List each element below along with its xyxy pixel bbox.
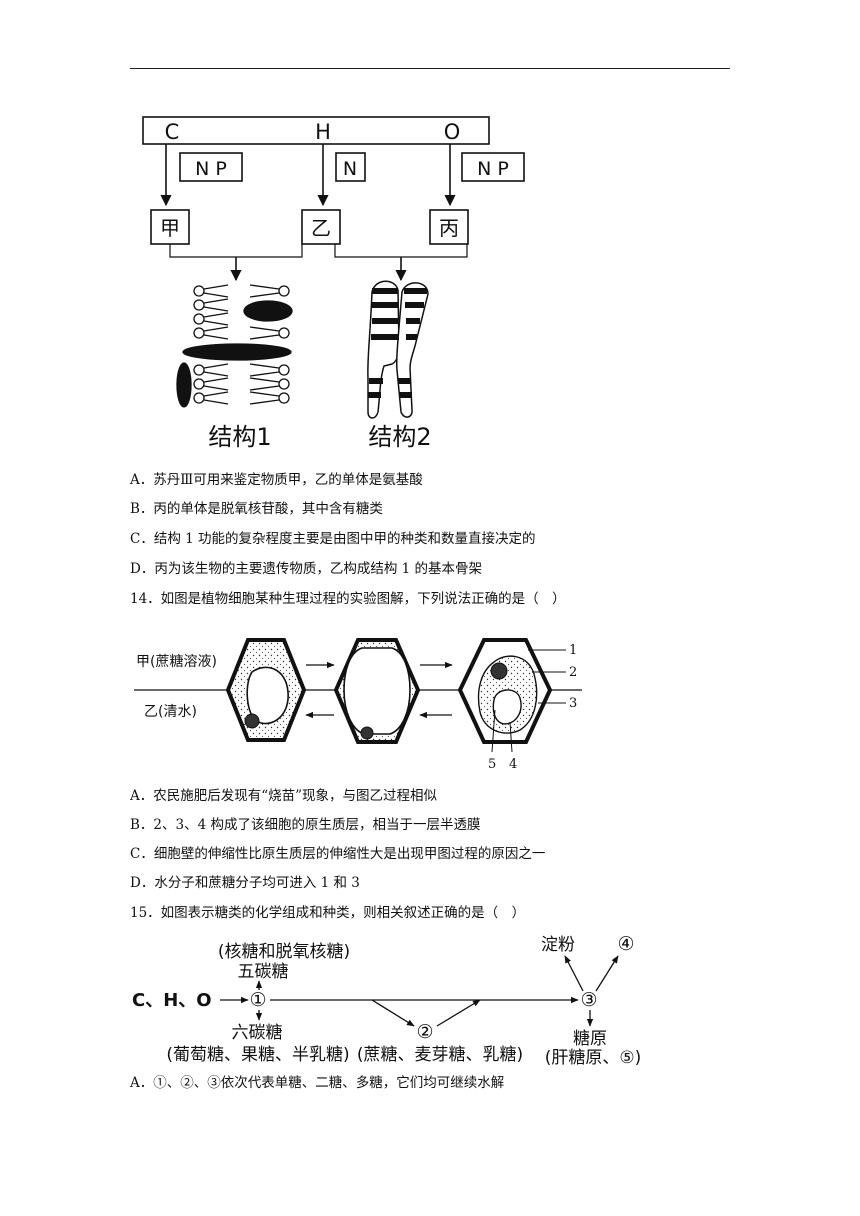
sugar-arrows: [220, 955, 619, 1027]
circle-2: ②: [416, 1021, 433, 1043]
chromosome-bands: [368, 288, 427, 398]
cell-2: [333, 638, 421, 744]
struct2-label: 结构2: [368, 423, 431, 451]
disaccharide-examples: (蔗糖、麦芽糖、乳糖): [357, 1045, 523, 1065]
header-rule: [130, 68, 730, 69]
circle-1: ①: [249, 989, 266, 1011]
element-c: C: [165, 120, 180, 144]
add-np-left: N P: [195, 158, 227, 180]
q13-option-b: B．丙的单体是脱氧核苷酸，其中含有糖类: [130, 501, 383, 517]
add-n: N: [343, 158, 357, 180]
start-elements: C、H、O: [132, 990, 212, 1011]
cell-1: [225, 638, 307, 742]
figure-sugars: (核糖和脱氧核糖) 五碳糖 C、H、O ① 六碳糖 (葡萄糖、果糖、半乳糖) ②…: [132, 933, 641, 1068]
starch-label: 淀粉: [541, 935, 575, 955]
cell-3: [457, 638, 553, 744]
process-arrows: [305, 661, 453, 719]
circle-3: ③: [580, 989, 597, 1011]
callout-lines: [491, 649, 566, 753]
add-np-right: N P: [477, 158, 509, 180]
struct1-label: 结构1: [208, 423, 271, 451]
q13-option-d: D．丙为该生物的主要遗传物质，乙构成结构 1 的基本骨架: [130, 561, 482, 577]
protein-upper: [243, 300, 293, 322]
hexose-label: 六碳糖: [232, 1023, 283, 1043]
label-1: 1: [569, 643, 577, 658]
q14-option-c: C．细胞壁的伸缩性比原生质层的伸缩性大是出现甲图过程的原因之一: [130, 846, 546, 862]
q15-option-a: A．①、②、③依次代表单糖、二糖、多糖，它们均可继续水解: [130, 1075, 505, 1091]
pentose-label: 五碳糖: [238, 962, 289, 982]
q13-option-a: A．苏丹Ⅲ可用来鉴定物质甲，乙的单体是氨基酸: [130, 472, 423, 488]
label-5: 5: [488, 757, 496, 772]
label-4: 4: [509, 757, 517, 772]
q14-stem: 14．如图是植物细胞某种生理过程的实验图解，下列说法正确的是（ ）: [130, 591, 566, 607]
label-yi: 乙: [311, 216, 331, 240]
glycogen-examples: (肝糖原、⑤): [545, 1048, 642, 1068]
protein-spanning: [182, 343, 292, 361]
element-o: O: [444, 120, 461, 144]
add-np-right-box: [461, 152, 525, 182]
element-h: H: [315, 120, 331, 144]
add-np-left-box: [179, 152, 243, 182]
membrane-structure: [176, 284, 293, 408]
box-yi: [301, 209, 341, 245]
q14-option-a: A．农民施肥后发现有“烧苗”现象，与图乙过程相似: [130, 788, 438, 804]
label-2: 2: [569, 665, 577, 680]
box-bing: [429, 209, 469, 245]
elements-box: [142, 116, 490, 145]
figure-plasmolysis: 甲(蔗糖溶液) 乙(清水): [134, 638, 582, 772]
lower-lipids: [193, 363, 290, 405]
q14-option-d: D．水分子和蔗糖分子均可进入 1 和 3: [130, 875, 360, 891]
connector-yi-bing: [334, 244, 468, 258]
upper-left-lipids: [193, 284, 229, 340]
chromosome: [367, 280, 429, 419]
solution-water-label: 乙(清水): [144, 704, 197, 720]
q14-option-b: B．2、3、4 构成了该细胞的原生质层，相当于一层半透膜: [130, 817, 481, 833]
pentose-examples: (核糖和脱氧核糖): [218, 942, 350, 962]
add-n-box: [335, 152, 366, 182]
q15-stem: 15．如图表示糖类的化学组成和种类，则相关叙述正确的是（ ）: [130, 905, 526, 921]
circle-4: ④: [617, 933, 634, 955]
protein-embedded: [176, 362, 192, 408]
connector-jia-yi: [169, 244, 303, 258]
solution-sucrose-label: 甲(蔗糖溶液): [136, 654, 217, 670]
hexose-examples: (葡萄糖、果糖、半乳糖): [166, 1045, 349, 1065]
label-bing: 丙: [439, 216, 459, 240]
glycogen-label: 糖原: [573, 1029, 607, 1049]
upper-right-lipids: [249, 284, 290, 340]
label-3: 3: [569, 696, 577, 711]
q13-option-c: C．结构 1 功能的复杂程度主要是由图中甲的种类和数量直接决定的: [130, 531, 536, 547]
label-jia: 甲: [160, 216, 180, 240]
figure-molecules: C H O N P N N P 甲 乙 丙: [142, 116, 525, 282]
